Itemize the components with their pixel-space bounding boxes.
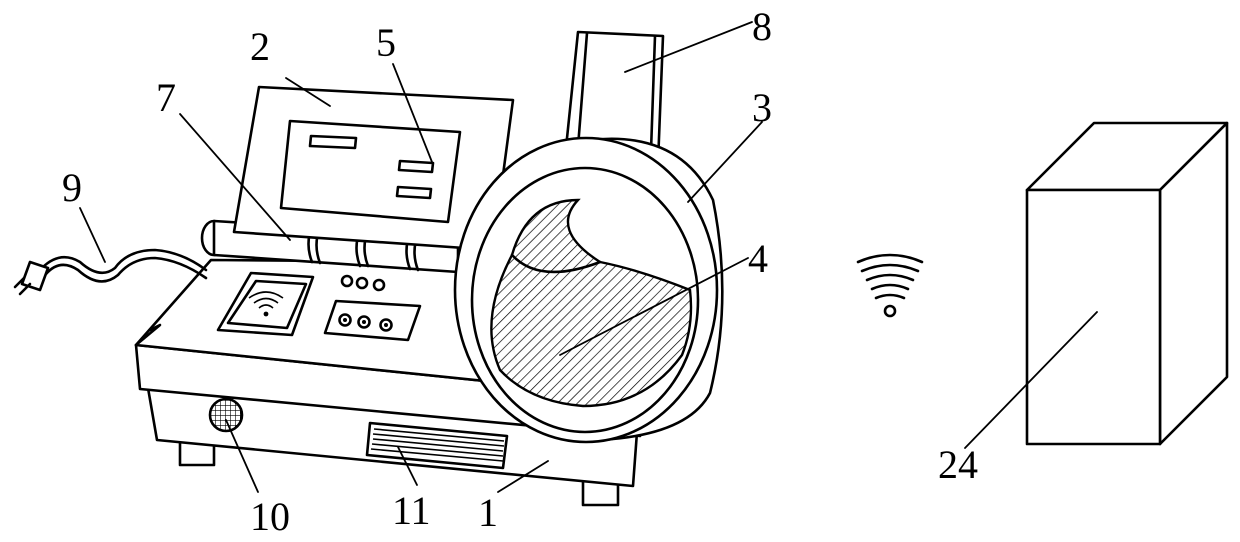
- indicator-light: [342, 276, 352, 286]
- cuff-ring: [455, 138, 722, 442]
- screen-readout: [310, 136, 356, 148]
- callout-2: 2: [250, 24, 270, 69]
- callout-1: 1: [478, 490, 498, 535]
- callout-5: 5: [376, 20, 396, 65]
- remote-terminal-box: [1027, 123, 1227, 444]
- callout-24: 24: [938, 442, 978, 487]
- power-cord: [15, 250, 206, 294]
- indicator-light: [357, 278, 367, 288]
- callout-4: 4: [748, 236, 768, 281]
- indicator-light: [374, 280, 384, 290]
- callout-11: 11: [392, 488, 431, 533]
- screen-readout: [399, 161, 433, 172]
- wifi-icon: [858, 255, 922, 316]
- callout-8: 8: [752, 4, 772, 49]
- callout-7: 7: [156, 75, 176, 120]
- callout-3: 3: [752, 85, 772, 130]
- screen-readout: [397, 187, 431, 198]
- callout-9: 9: [62, 165, 82, 210]
- power-plug-icon: [15, 262, 48, 294]
- callout-10: 10: [250, 494, 290, 539]
- speaker-grille-icon: [210, 399, 242, 431]
